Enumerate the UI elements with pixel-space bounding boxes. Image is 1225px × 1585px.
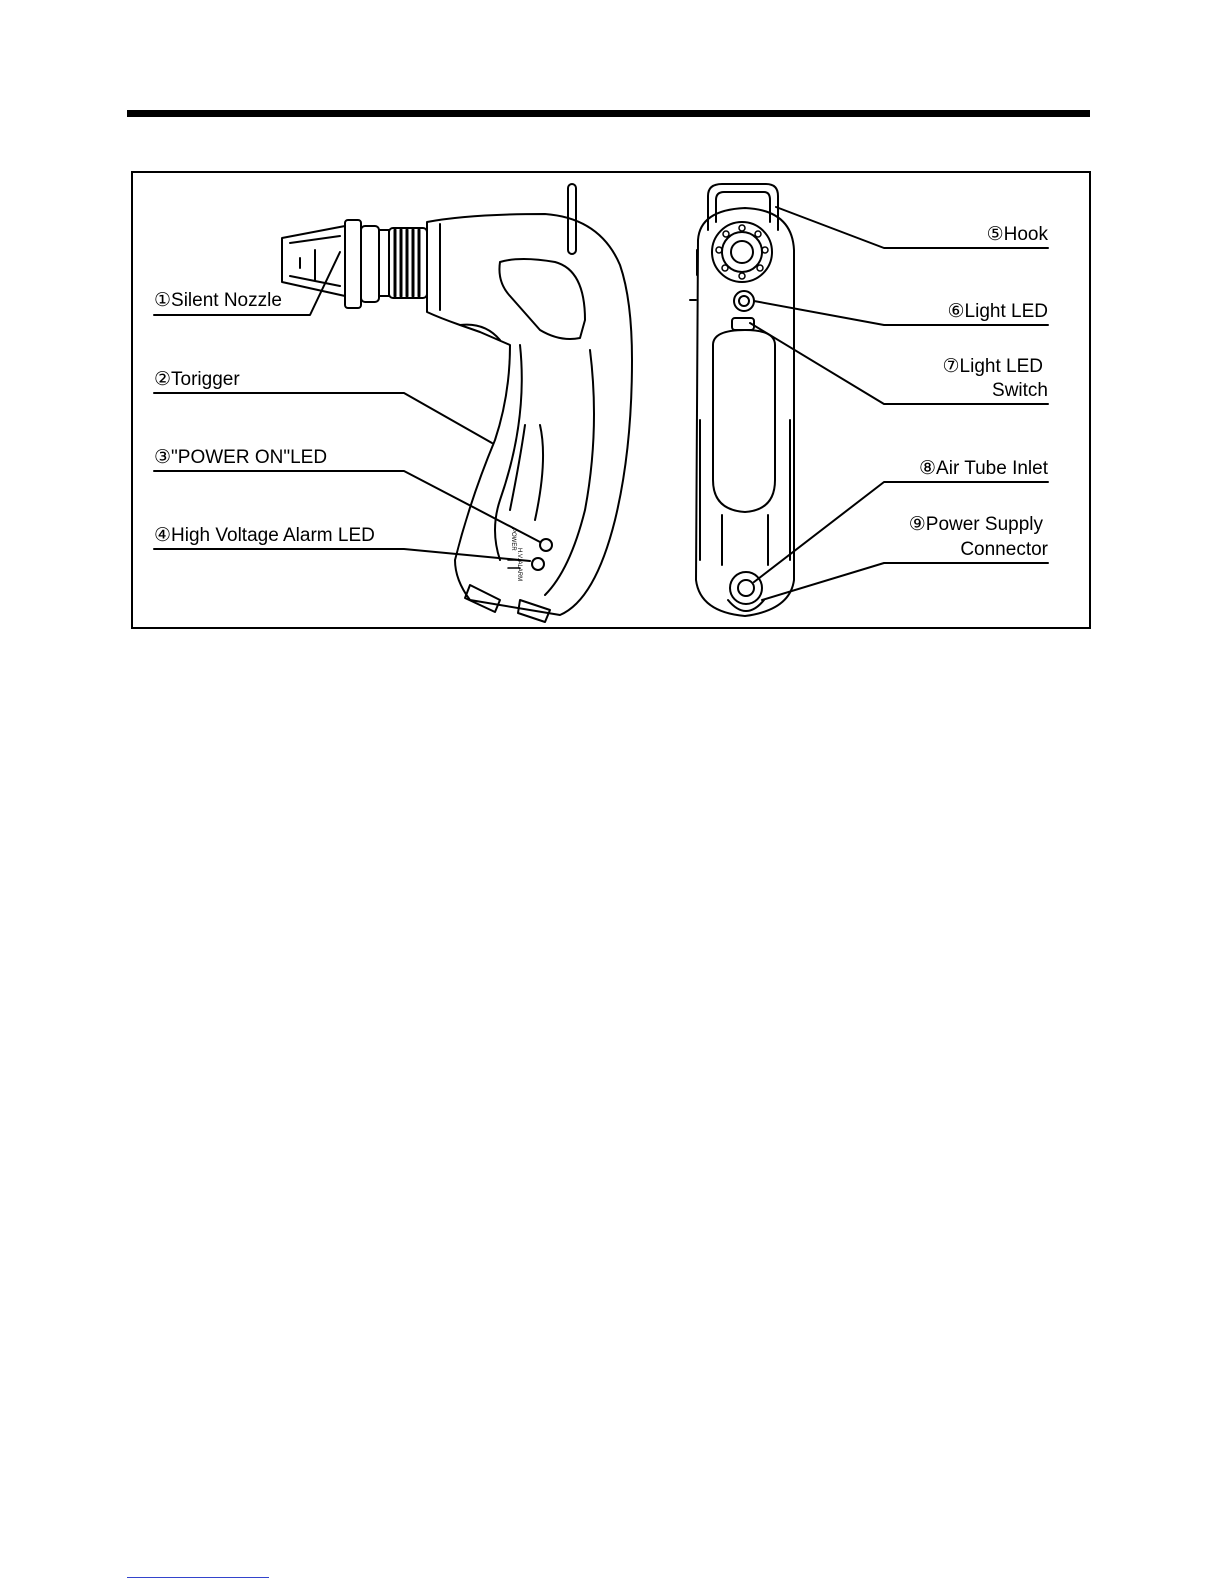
- footnote-rule: [127, 1577, 269, 1578]
- knurled-ring: [389, 228, 427, 298]
- label-light-led: ⑥Light LED: [948, 301, 1048, 323]
- label-high-voltage-alarm-led: ④High Voltage Alarm LED: [154, 525, 375, 547]
- front-body: [696, 208, 794, 616]
- label-power-on-led: ③"POWER ON"LED: [154, 447, 327, 469]
- power-on-led-shape: [540, 539, 552, 551]
- label-hook: ⑤Hook: [987, 224, 1048, 246]
- marking-alarm: H.V. ALARM: [515, 548, 522, 581]
- label-power-supply-2: Connector: [960, 539, 1048, 561]
- label-power-supply-1: ⑨Power Supply: [909, 514, 1043, 536]
- hook-shape: [708, 184, 778, 230]
- silent-nozzle-shape: [282, 220, 389, 308]
- label-trigger: ②Torigger: [154, 369, 240, 391]
- label-air-tube-inlet: ⑧Air Tube Inlet: [919, 458, 1048, 480]
- label-light-led-switch-2: Switch: [992, 380, 1048, 402]
- light-led-shape: [734, 291, 754, 311]
- alarm-led-shape: [532, 558, 544, 570]
- front-view-device: [690, 184, 794, 616]
- side-view-device: [282, 184, 632, 622]
- label-light-led-switch-1: ⑦Light LED: [943, 356, 1043, 378]
- grip-window: [499, 259, 585, 339]
- label-silent-nozzle: ①Silent Nozzle: [154, 290, 282, 312]
